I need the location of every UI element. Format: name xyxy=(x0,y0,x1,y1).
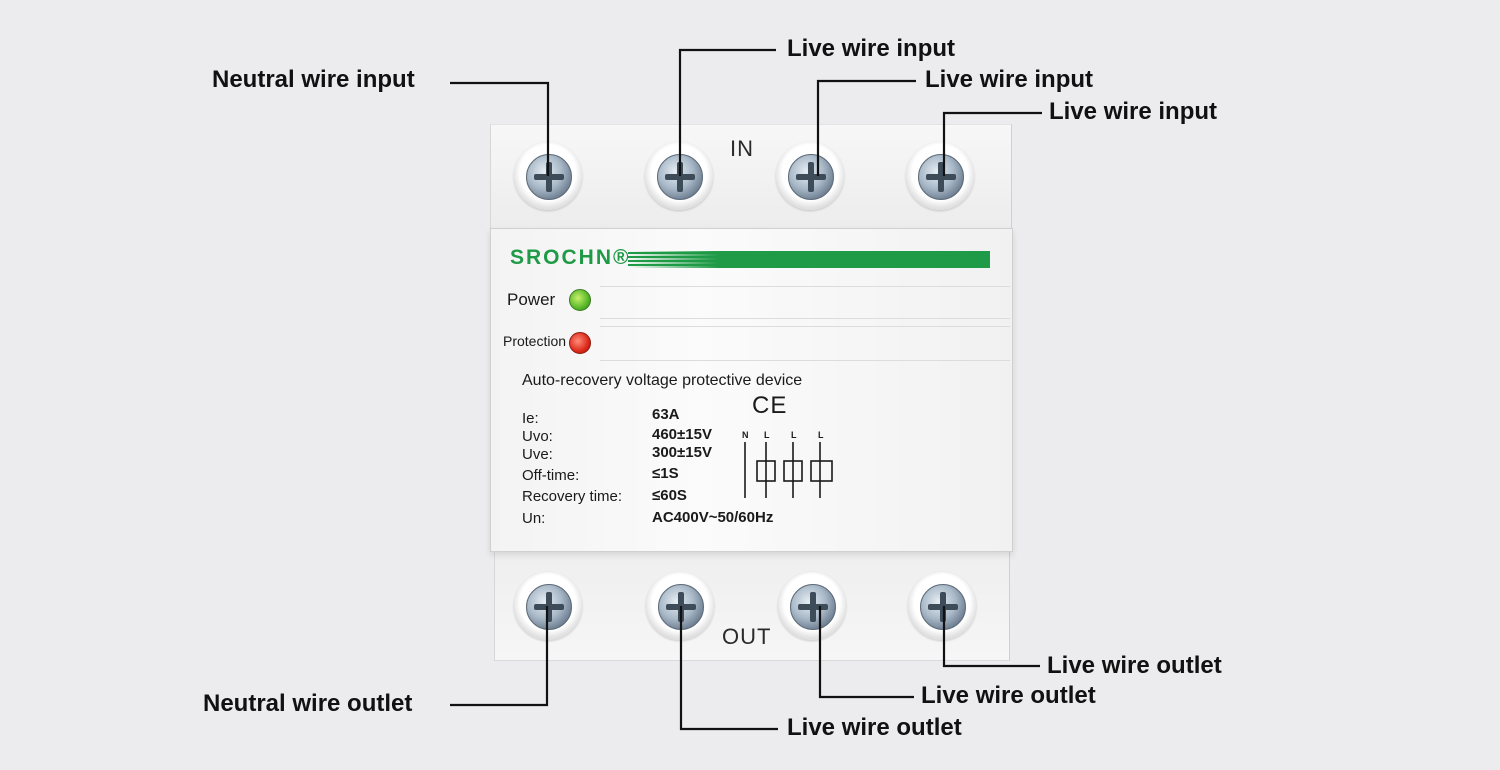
live-outlet-terminal-2 xyxy=(778,572,846,640)
spec-value: 63A xyxy=(652,406,680,423)
callout-neutral-outlet: Neutral wire outlet xyxy=(203,690,413,717)
pole-label: N xyxy=(742,430,749,440)
panel-ridge xyxy=(600,360,1010,361)
screw-icon xyxy=(788,154,834,200)
spec-key: Recovery time: xyxy=(522,488,623,505)
leader-live-input-1 xyxy=(678,48,776,176)
live-input-terminal-2 xyxy=(776,142,844,210)
panel-ridge xyxy=(600,326,1010,327)
device-front-panel xyxy=(490,228,1013,552)
protection-led-icon xyxy=(569,332,591,354)
spec-key: Uvo: xyxy=(522,428,553,445)
spec-key: Un: xyxy=(522,510,546,527)
pole-label: L xyxy=(818,430,824,440)
protection-indicator-label: Protection xyxy=(503,333,567,349)
spec-key: Ie: xyxy=(522,410,539,427)
spec-key: Uve: xyxy=(522,446,553,463)
spec-value: AC400V~50/60Hz xyxy=(652,509,774,526)
spec-key: Off-time: xyxy=(522,467,580,484)
spec-value: 300±15V xyxy=(652,444,712,461)
callout-live-input-1: Live wire input xyxy=(787,35,956,62)
leader-live-outlet-1 xyxy=(679,606,778,731)
device-title: Auto-recovery voltage protective device xyxy=(522,372,803,389)
wiring-schematic-icon xyxy=(744,442,833,498)
callout-neutral-input: Neutral wire input xyxy=(212,66,415,93)
leader-neutral-outlet xyxy=(450,606,549,707)
leader-live-outlet-2 xyxy=(818,606,914,699)
leader-live-input-3 xyxy=(942,111,1042,176)
screw-icon xyxy=(657,154,703,200)
screw-icon xyxy=(918,154,964,200)
spec-value: ≤1S xyxy=(652,465,679,482)
leader-live-outlet-3 xyxy=(942,606,1040,668)
callout-live-input-3: Live wire input xyxy=(1049,98,1218,125)
callout-live-outlet-3: Live wire outlet xyxy=(1047,652,1222,679)
panel-ridge xyxy=(600,318,1010,319)
panel-ridge xyxy=(600,286,1010,287)
screw-icon xyxy=(790,584,836,630)
pole-label: L xyxy=(764,430,770,440)
power-led-icon xyxy=(569,289,591,311)
spec-value: ≤60S xyxy=(652,487,687,504)
callout-live-input-2: Live wire input xyxy=(925,66,1094,93)
callout-live-outlet-1: Live wire outlet xyxy=(787,714,962,741)
live-input-terminal-3 xyxy=(906,142,974,210)
leader-neutral-input xyxy=(450,81,550,176)
ce-mark: CE xyxy=(752,392,788,419)
brand-stripes xyxy=(628,252,738,267)
brand-logo: SROCHN® xyxy=(510,246,631,269)
out-label: OUT xyxy=(722,624,772,649)
screw-icon xyxy=(526,584,572,630)
in-label: IN xyxy=(730,136,754,161)
power-indicator-label: Power xyxy=(507,290,556,309)
leader-live-input-2 xyxy=(816,79,916,176)
pole-label: L xyxy=(791,430,797,440)
callout-live-outlet-2: Live wire outlet xyxy=(921,682,1096,709)
spec-value: 460±15V xyxy=(652,426,712,443)
